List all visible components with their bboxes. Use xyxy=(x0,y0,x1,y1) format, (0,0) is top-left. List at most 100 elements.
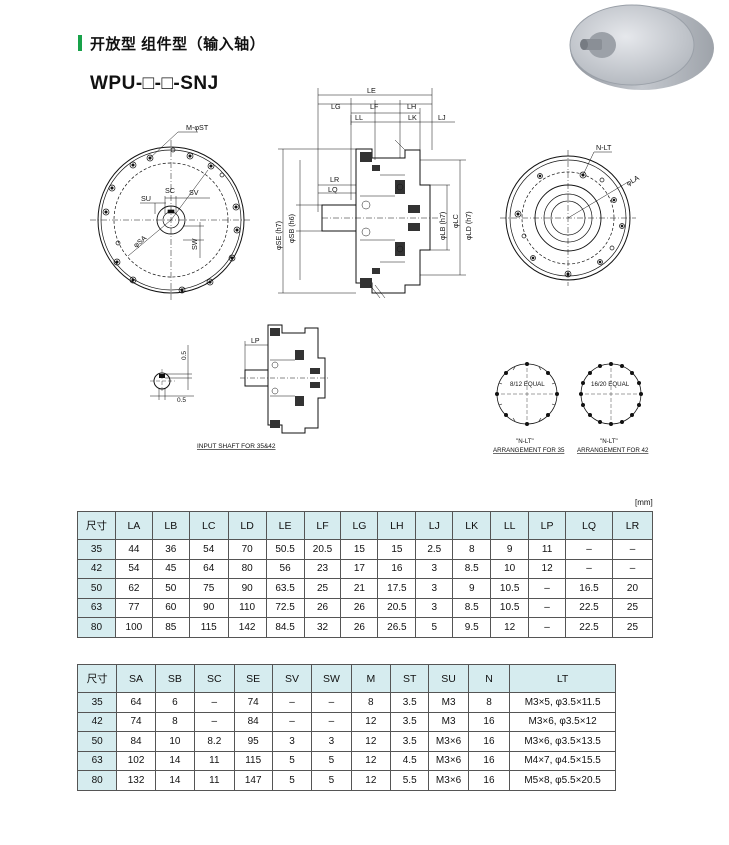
small-section-view xyxy=(240,324,330,434)
table-cell: – xyxy=(611,539,654,560)
header-cell: LL xyxy=(490,511,530,540)
header-cell: LQ xyxy=(565,511,613,540)
table-cell: – xyxy=(271,692,313,713)
table-cell: 54 xyxy=(188,539,229,560)
table-cell: 62 xyxy=(114,578,153,599)
table-row: 35 44 36 54 70 50.5 20.5 15 15 2.5 8 9 1… xyxy=(77,539,654,560)
table-cell: 115 xyxy=(233,750,273,771)
size-cell: 63 xyxy=(77,597,116,618)
table-cell: – xyxy=(565,539,613,560)
table-cell: 17 xyxy=(340,558,379,579)
table-cell: 22.5 xyxy=(565,617,613,638)
table-cell: 26 xyxy=(340,597,379,618)
label-shaft-dim2: 0.5 xyxy=(177,397,186,404)
table-cell: 3 xyxy=(415,597,454,618)
header-cell: LC xyxy=(188,511,229,540)
table-cell: 15 xyxy=(377,539,417,560)
model-number: WPU-□-□-SNJ xyxy=(90,73,219,94)
table-cell: 10.5 xyxy=(490,578,530,599)
label-le: LE xyxy=(367,86,376,95)
shaft-detail xyxy=(150,345,194,400)
table-cell: – xyxy=(311,692,352,713)
table-cell: M3×6 xyxy=(428,731,469,752)
front-view xyxy=(90,131,252,302)
table-cell: 75 xyxy=(188,578,229,599)
table-cell: M3×5, φ3.5×11.5 xyxy=(509,692,616,713)
table-cell: 8 xyxy=(350,692,392,713)
label-arr35-inner: 8/12 EQUAL xyxy=(510,381,545,388)
table-cell: 74 xyxy=(116,711,156,732)
table-cell: 74 xyxy=(233,692,273,713)
table-cell: 20.5 xyxy=(303,539,342,560)
label-ll: LL xyxy=(355,113,363,122)
label-arr42-title: "N-LT" xyxy=(600,438,618,445)
table-cell: 95 xyxy=(233,731,273,752)
table-cell: 3 xyxy=(311,731,352,752)
table-cell: 8 xyxy=(467,692,511,713)
label-lr: LR xyxy=(330,175,339,184)
table-cell: – xyxy=(311,711,352,732)
header-cell: LH xyxy=(377,511,417,540)
table-cell: 26 xyxy=(303,597,342,618)
arrangement-35 xyxy=(495,362,559,426)
table-cell: 25 xyxy=(611,617,654,638)
header-cell: 尺寸 xyxy=(77,511,116,540)
label-lf: LF xyxy=(370,102,379,111)
table-cell: 84 xyxy=(116,731,156,752)
table-cell: 12 xyxy=(528,558,567,579)
label-lj: LJ xyxy=(438,113,446,122)
table-header-row: 尺寸 SA SB SC SE SV SW M ST SU N LT xyxy=(76,664,616,693)
size-cell: 80 xyxy=(76,770,118,791)
side-section-view xyxy=(278,88,466,299)
table-cell: M5×8, φ5.5×20.5 xyxy=(509,770,616,791)
table-cell: 2.5 xyxy=(415,539,454,560)
table-cell: 8 xyxy=(154,711,196,732)
table-cell: 3 xyxy=(415,578,454,599)
table-cell: 32 xyxy=(303,617,342,638)
table-row: 42 74 8 – 84 – – 12 3.5 M3 16 M3×6, φ3.5… xyxy=(76,711,616,732)
size-cell: 35 xyxy=(76,692,118,713)
table-cell: 16 xyxy=(467,711,511,732)
dimension-table-1: 尺寸 LA LB LC LD LE LF LG LH LJ LK LL LP L… xyxy=(77,511,654,638)
label-mst: M-φST xyxy=(186,123,209,132)
table-cell: 5 xyxy=(311,750,352,771)
table-cell: 63.5 xyxy=(265,578,305,599)
header-cell: SV xyxy=(271,664,313,693)
table-cell: 84.5 xyxy=(265,617,305,638)
technical-drawing: M-φST SU SC SV SW φSA xyxy=(90,86,649,454)
table-cell: 54 xyxy=(114,558,153,579)
table-cell: 17.5 xyxy=(377,578,417,599)
table-cell: 64 xyxy=(188,558,229,579)
table-cell: 12 xyxy=(490,617,530,638)
table-header-row: 尺寸 LA LB LC LD LE LF LG LH LJ LK LL LP L… xyxy=(77,511,654,540)
label-lc: φLC xyxy=(451,214,460,228)
label-se: φSE (h7) xyxy=(274,221,283,250)
table-cell: 10.5 xyxy=(490,597,530,618)
table-row: 50 62 50 75 90 63.5 25 21 17.5 3 9 10.5 … xyxy=(77,578,654,599)
table-cell: 6 xyxy=(154,692,196,713)
table-cell: 16 xyxy=(467,770,511,791)
label-la: φLA xyxy=(625,173,641,188)
table-cell: 4.5 xyxy=(390,750,430,771)
table-cell: M3 xyxy=(428,692,469,713)
size-cell: 80 xyxy=(77,617,116,638)
table-cell: 8 xyxy=(452,539,492,560)
header-cell: LA xyxy=(114,511,153,540)
table-cell: 23 xyxy=(303,558,342,579)
table-cell: 26.5 xyxy=(377,617,417,638)
header-cell: N xyxy=(467,664,511,693)
table-cell: M3×6, φ3.5×12 xyxy=(509,711,616,732)
table-cell: 10 xyxy=(490,558,530,579)
table-cell: 8.2 xyxy=(194,731,235,752)
table-cell: – xyxy=(611,558,654,579)
label-sa: φSA xyxy=(132,233,149,249)
caption-arr42: ARRANGEMENT FOR 42 xyxy=(577,447,649,454)
size-cell: 42 xyxy=(76,711,118,732)
table-cell: 12 xyxy=(350,750,392,771)
label-arr35-title: "N-LT" xyxy=(516,438,534,445)
table-cell: 3.5 xyxy=(390,711,430,732)
header-cell: SW xyxy=(311,664,352,693)
label-lb: φLB (h7) xyxy=(438,212,447,240)
table-cell: 90 xyxy=(227,578,267,599)
table-cell: 20.5 xyxy=(377,597,417,618)
